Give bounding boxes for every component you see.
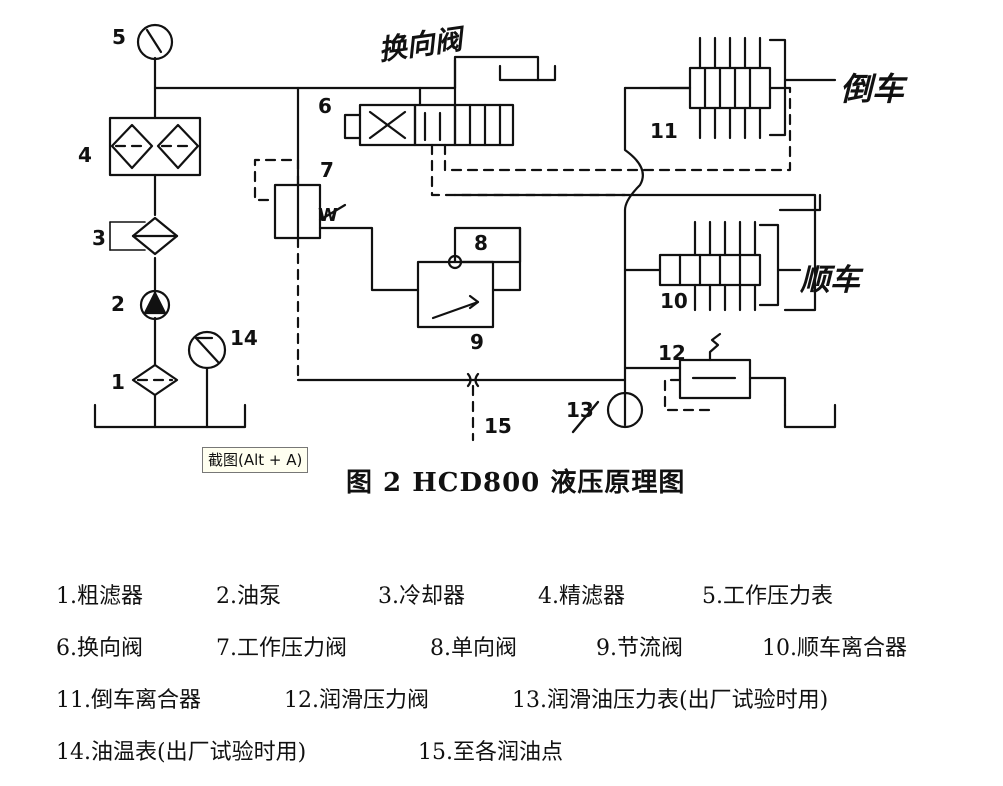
legend-row: 11.倒车离合器 12.润滑压力阀 13.润滑油压力表(出厂试验时用): [56, 682, 986, 734]
legend-item: 14.油温表(出厂试验时用): [56, 740, 307, 765]
pump-symbol: [139, 289, 171, 321]
legend-item: 13.润滑油压力表(出厂试验时用): [512, 688, 829, 713]
label-8: 8: [474, 231, 488, 255]
forward-clutch: [658, 220, 802, 312]
fine-filter-symbol: [108, 116, 202, 177]
label-3: 3: [92, 226, 106, 250]
tank-right: [783, 403, 837, 429]
handwritten-forward: 顺车: [799, 263, 864, 298]
legend-row: 1.粗滤器 2.油泵 3.冷却器 4.精滤器 5.工作压力表: [56, 578, 986, 630]
label-15: 15: [484, 414, 512, 438]
legend-item: 1.粗滤器: [56, 584, 143, 609]
legend-item: 3.冷却器: [378, 584, 465, 609]
legend-item: 6.换向阀: [56, 636, 143, 661]
legend-item: 2.油泵: [216, 584, 281, 609]
hydraulic-schematic: 1 2 3 4 5 6 7 8 9 10 11 12 13 14 15 换向阀 …: [78, 22, 908, 442]
label-12: 12: [658, 341, 686, 365]
lube-pressure-valve: [663, 332, 787, 412]
label-7: 7: [320, 158, 334, 182]
legend-item: 7.工作压力阀: [216, 636, 347, 661]
valve-manifold: [453, 55, 557, 147]
label-5: 5: [112, 25, 126, 49]
legend-row: 6.换向阀 7.工作压力阀 8.单向阀 9.节流阀 10.顺车离合器: [56, 630, 986, 682]
directional-valve: [343, 103, 457, 147]
component-legend: 1.粗滤器 2.油泵 3.冷却器 4.精滤器 5.工作压力表 6.换向阀 7.工…: [56, 578, 986, 786]
legend-row: 14.油温表(出厂试验时用) 15.至各润油点: [56, 734, 986, 786]
handwritten-w-mark: W: [318, 205, 338, 226]
label-14: 14: [230, 326, 258, 350]
legend-item: 8.单向阀: [430, 636, 517, 661]
legend-item: 5.工作压力表: [702, 584, 833, 609]
label-11: 11: [650, 119, 678, 143]
pressure-gauge-5: [136, 23, 174, 61]
label-4: 4: [78, 143, 92, 167]
legend-item: 10.顺车离合器: [762, 636, 907, 661]
screenshot-tooltip: 截图(Alt + A): [202, 447, 309, 473]
legend-item: 4.精滤器: [538, 584, 625, 609]
legend-item: 15.至各润油点: [418, 740, 563, 765]
label-1: 1: [111, 370, 125, 394]
handwritten-notes: 换向阀 倒车 顺车 W: [318, 22, 908, 298]
label-6: 6: [318, 94, 332, 118]
reverse-clutch: [658, 36, 837, 140]
label-10: 10: [660, 289, 688, 313]
legend-item: 11.倒车离合器: [56, 688, 201, 713]
label-9: 9: [470, 330, 484, 354]
legend-item: 9.节流阀: [596, 636, 683, 661]
handwritten-reverse: 倒车: [840, 70, 908, 108]
lube-line: [296, 366, 682, 442]
component-numbers: 1 2 3 4 5 6 7 8 9 10 11 12 13 14 15: [78, 25, 688, 438]
label-2: 2: [111, 292, 125, 316]
tank-left: [93, 403, 247, 429]
lube-pressure-gauge: [571, 391, 644, 434]
legend-item: 12.润滑压力阀: [284, 688, 429, 713]
oil-temp-gauge: [187, 330, 227, 429]
clutch-lines: [430, 58, 822, 397]
figure-caption: 图 2 HCD800 液压原理图: [346, 468, 686, 498]
cooler-symbol: [109, 216, 179, 256]
coarse-filter-symbol: [131, 363, 179, 397]
supply-line: [153, 56, 457, 429]
label-13: 13: [566, 398, 594, 422]
working-pressure-valve: [253, 86, 420, 382]
check-throttle-block: [416, 226, 522, 329]
